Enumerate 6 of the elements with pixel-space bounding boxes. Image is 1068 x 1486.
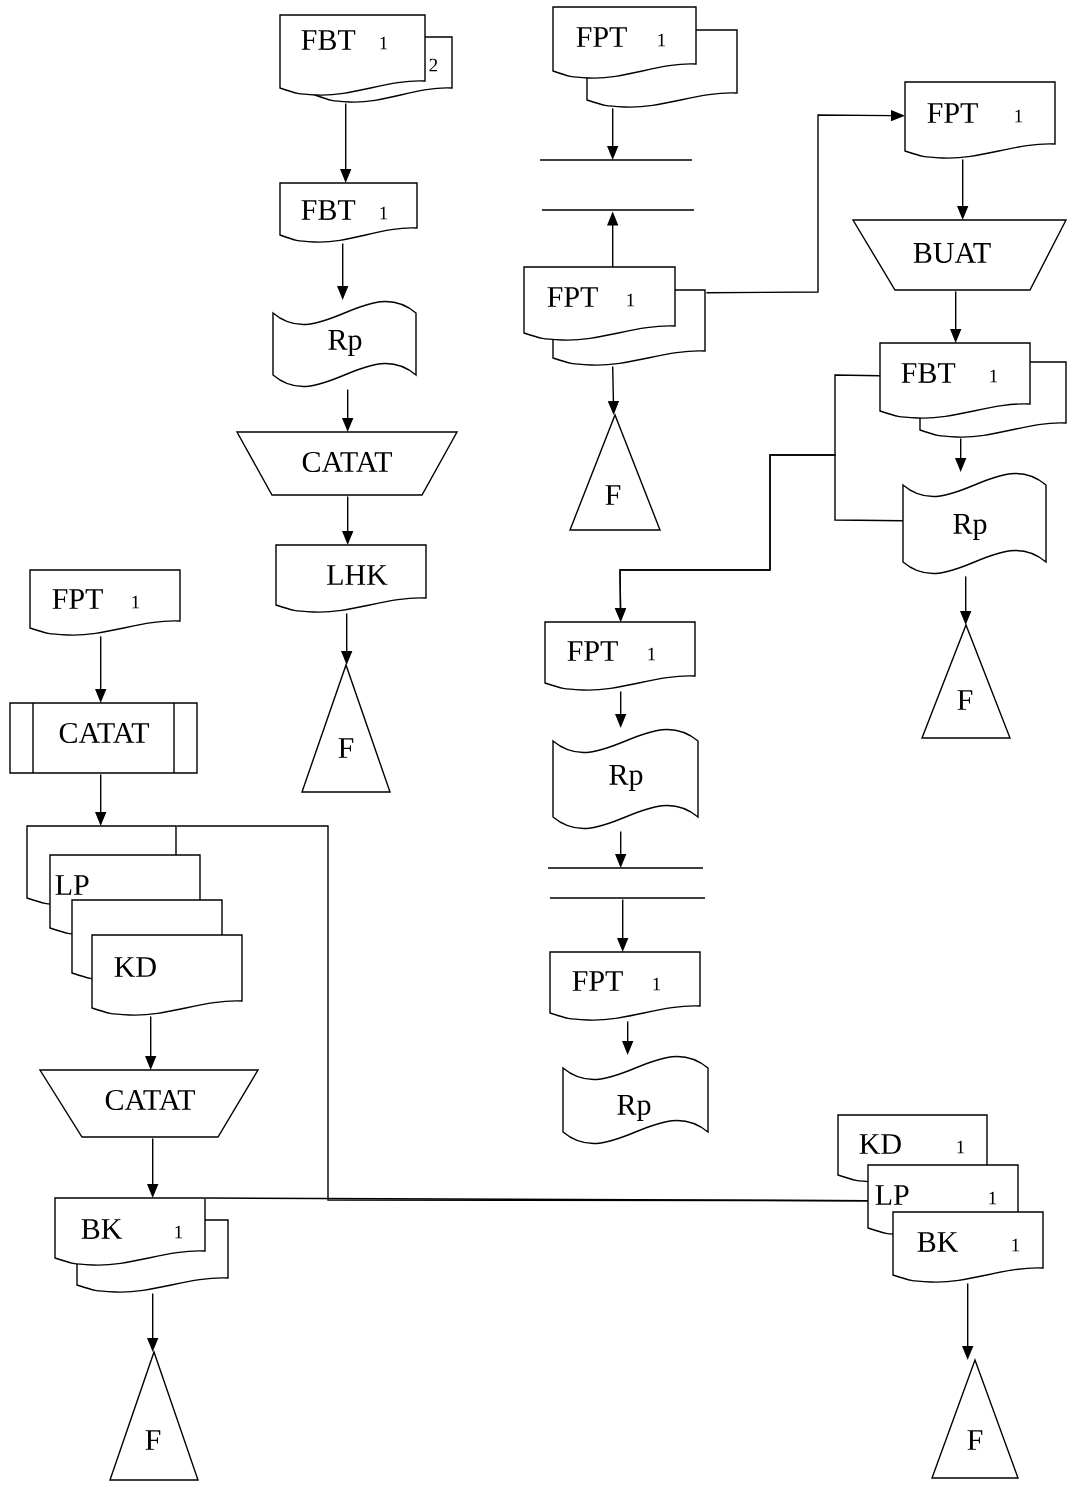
storage-lines — [547, 867, 706, 899]
storage-lines — [539, 159, 695, 211]
node-label: KD — [114, 957, 156, 977]
predefined-process-box: CATAT — [9, 702, 198, 774]
connector-line — [205, 1197, 869, 1202]
node-label: 2 — [429, 58, 438, 72]
